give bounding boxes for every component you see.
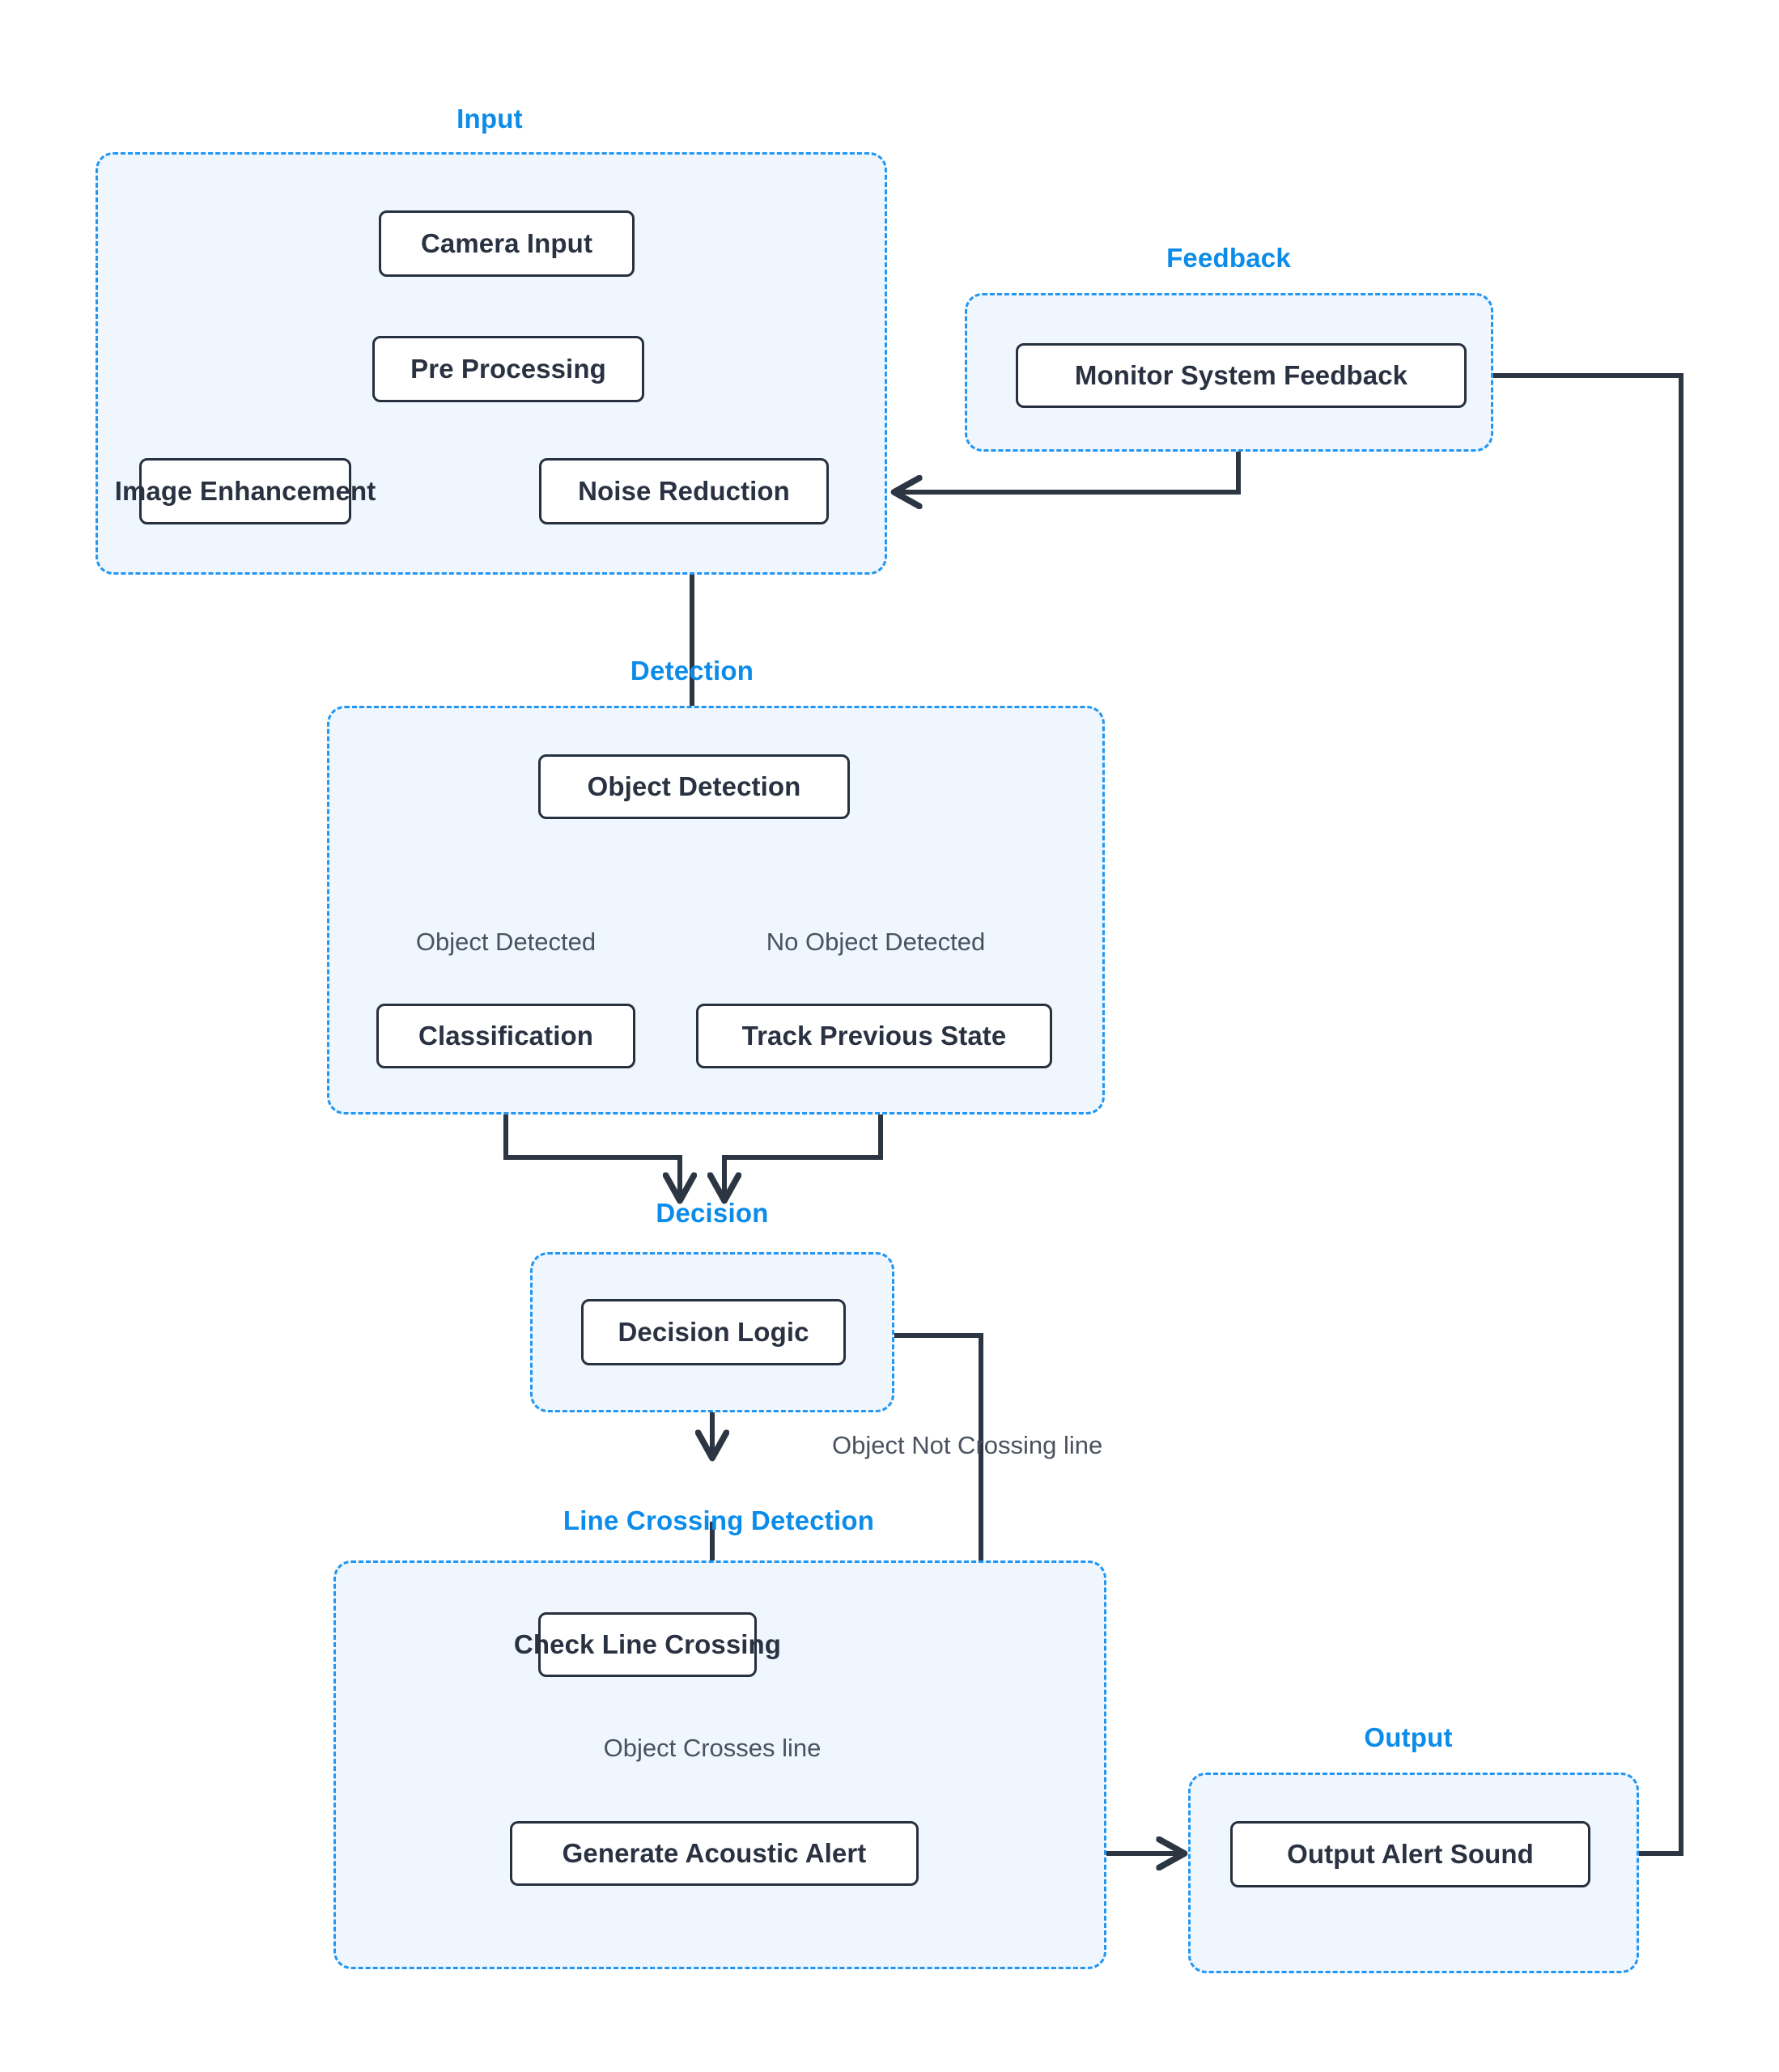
- node-generate-acoustic-alert[interactable]: Generate Acoustic Alert: [510, 1821, 919, 1886]
- edge-output-alert-sound-to-monitor-system-feedback: [1467, 376, 1683, 1856]
- edge-label-object-detected: Object Detected: [415, 928, 597, 956]
- edge-label-no-object-detected: No Object Detected: [766, 928, 986, 956]
- cluster-title-output: Output: [1364, 1722, 1453, 1752]
- node-check-line-crossing[interactable]: Check Line Crossing: [514, 1612, 781, 1677]
- node-track-previous-state[interactable]: Track Previous State: [696, 1004, 1052, 1068]
- node-monitor-system-feedback[interactable]: Monitor System Feedback: [1016, 343, 1467, 408]
- cluster-title-line-crossing-detection: Line Crossing Detection: [563, 1505, 875, 1535]
- node-classification[interactable]: Classification: [376, 1004, 635, 1068]
- cluster-title-detection: Detection: [630, 656, 754, 686]
- node-decision-logic[interactable]: Decision Logic: [581, 1299, 846, 1365]
- node-image-enhancement[interactable]: Image Enhancement: [115, 458, 376, 524]
- edge-label-object-crosses-line: Object Crosses line: [603, 1734, 822, 1762]
- cluster-title-input: Input: [456, 104, 523, 134]
- node-noise-reduction[interactable]: Noise Reduction: [539, 458, 829, 524]
- cluster-title-feedback: Feedback: [1166, 243, 1291, 273]
- node-pre-processing[interactable]: Pre Processing: [372, 336, 644, 402]
- node-output-alert-sound[interactable]: Output Alert Sound: [1230, 1821, 1590, 1887]
- edge-label-object-not-crossing-line: Object Not Crossing line: [832, 1431, 1103, 1459]
- node-object-detection[interactable]: Object Detection: [538, 754, 850, 819]
- node-camera-input[interactable]: Camera Input: [379, 210, 635, 277]
- cluster-title-decision: Decision: [656, 1198, 769, 1228]
